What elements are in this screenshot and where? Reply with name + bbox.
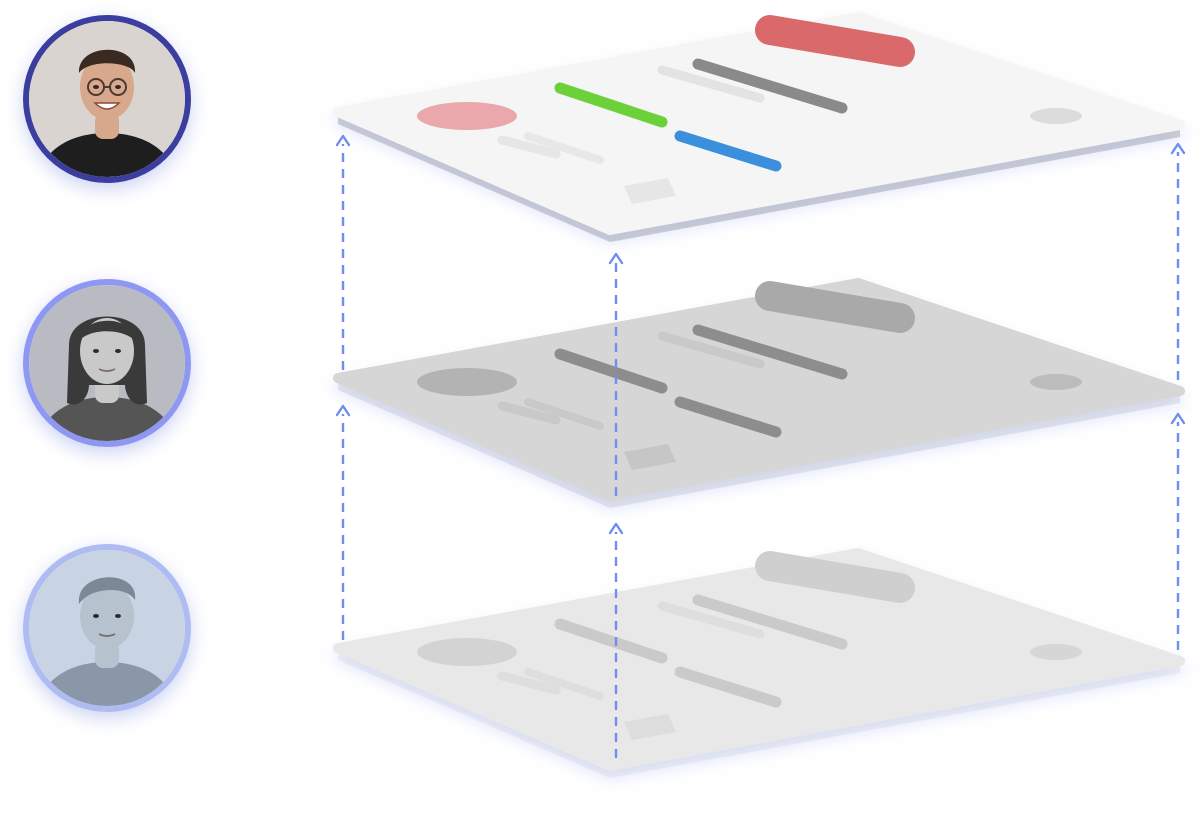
line-b	[674, 396, 782, 438]
red-tab	[755, 15, 915, 67]
line-c	[692, 594, 848, 650]
card-edge	[338, 378, 1180, 508]
faint-line-3	[524, 668, 604, 700]
card-edge	[338, 648, 1180, 778]
line-a	[554, 348, 668, 394]
faint-line-1	[657, 331, 765, 369]
user-avatar-1	[23, 15, 191, 183]
dashed-arrow-connector	[335, 134, 351, 370]
square	[624, 444, 676, 470]
faint-line-1	[657, 65, 765, 103]
dashed-arrow-connector	[608, 252, 624, 496]
portrait-graphic	[29, 550, 185, 706]
ui-layer-middle	[333, 278, 1185, 508]
dashed-arrow-connector	[1170, 412, 1186, 650]
faint-line-2	[497, 671, 561, 695]
tab	[755, 551, 915, 603]
small-square	[624, 178, 676, 204]
square	[624, 714, 676, 740]
portrait-graphic	[29, 285, 185, 441]
ui-layer-top	[333, 12, 1185, 242]
card-edge	[338, 112, 1180, 242]
green-line	[554, 82, 668, 128]
blue-line	[674, 130, 782, 172]
small-oval	[1030, 374, 1082, 390]
tab	[755, 281, 915, 333]
pink-circle	[417, 102, 517, 130]
dashed-arrow-connector	[335, 404, 351, 640]
faint-line-2	[497, 401, 561, 425]
line-c	[692, 324, 848, 380]
small-oval	[1030, 108, 1082, 124]
ui-layer-bottom	[333, 548, 1185, 778]
dark-line	[692, 58, 848, 114]
user-avatar-3	[23, 544, 191, 712]
circle	[417, 368, 517, 396]
user-avatar-2	[23, 279, 191, 447]
circle	[417, 638, 517, 666]
faint-line-2	[497, 135, 561, 159]
card-face	[333, 278, 1185, 501]
dashed-arrow-connector	[1170, 142, 1186, 380]
card-face	[333, 548, 1185, 771]
faint-line-3	[524, 398, 604, 430]
small-oval	[1030, 644, 1082, 660]
faint-line-3	[524, 132, 604, 164]
line-b	[674, 666, 782, 708]
line-a	[554, 618, 668, 664]
faint-line-1	[657, 601, 765, 639]
card-face	[333, 12, 1185, 235]
dashed-arrow-connector	[608, 522, 624, 758]
portrait-graphic	[29, 21, 185, 177]
